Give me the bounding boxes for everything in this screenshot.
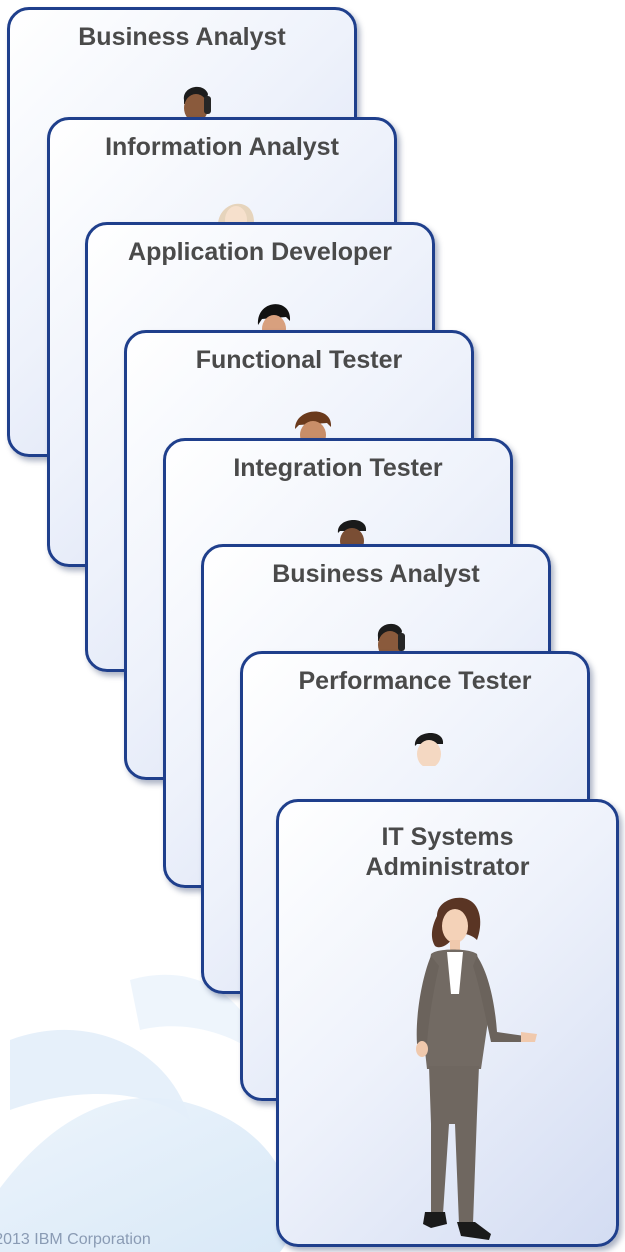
role-title-line1: IT Systems [381,823,514,851]
role-title: Integration Tester [233,454,443,482]
role-title: Information Analyst [105,133,339,161]
role-title: Functional Tester [195,346,403,374]
role-title: Business Analyst [78,23,286,51]
role-title: Application Developer [128,238,392,266]
role-title: IT Systems Administrator [279,822,616,882]
role-card-it-systems-administrator: IT Systems Administrator [276,799,619,1247]
businesswoman-standing-icon [416,897,537,1240]
role-title: Business Analyst [272,560,480,588]
role-title: Performance Tester [298,667,532,695]
businessman-phone-icon [170,82,222,122]
man-light-skin-icon [403,726,455,768]
copyright-text: © 2013 IBM Corporation [0,1231,151,1248]
role-title-line2: Administrator [365,853,530,881]
